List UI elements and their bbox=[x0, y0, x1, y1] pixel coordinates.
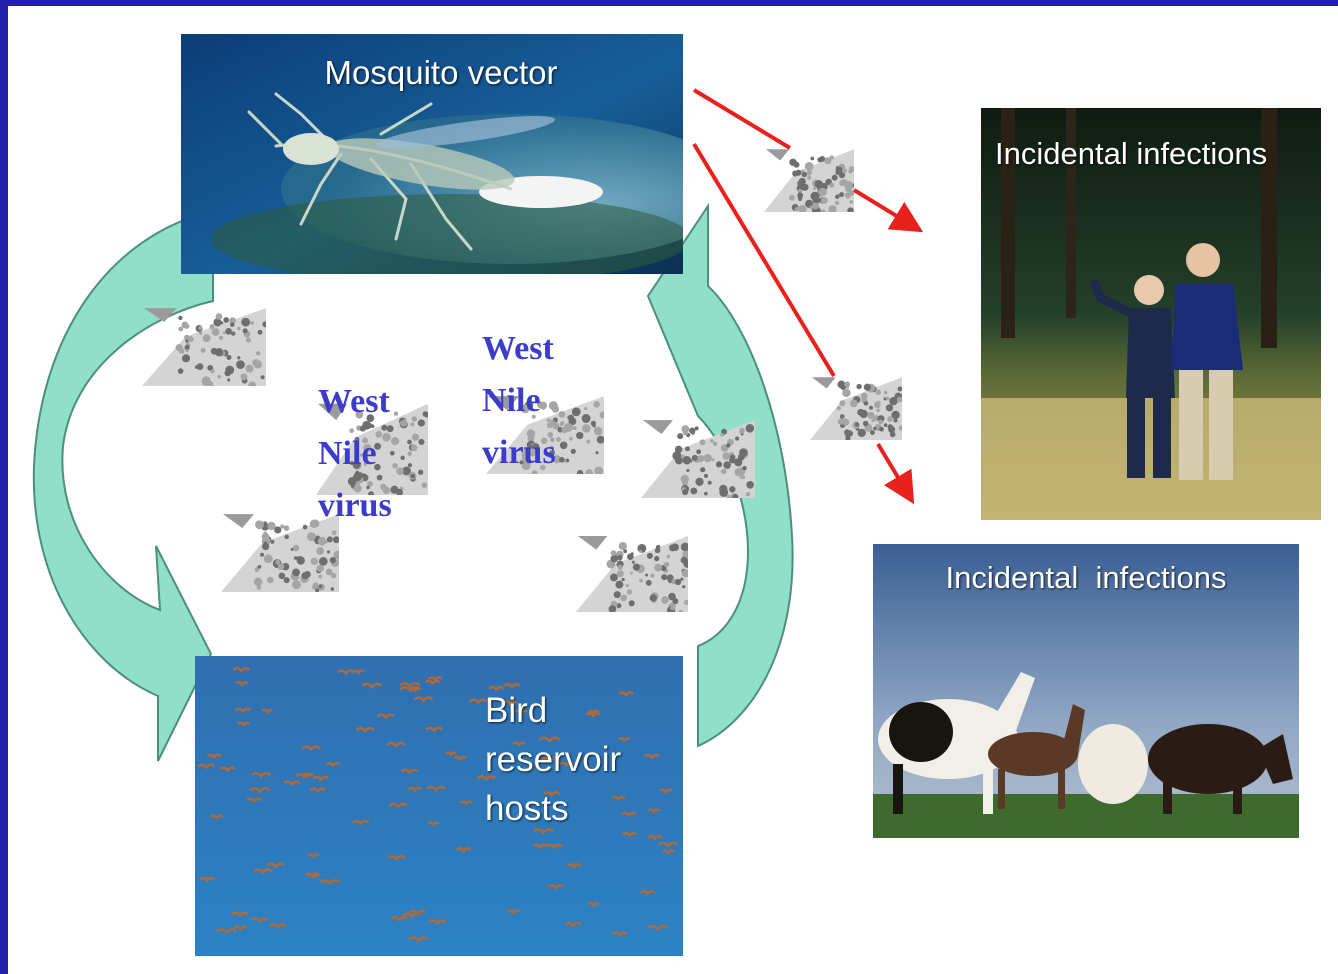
birds-caption-line1: Bird bbox=[485, 691, 548, 730]
diagram-canvas: Mosquito vector Bird reservoir hosts bbox=[8, 6, 1338, 974]
birds-caption: Bird reservoir hosts bbox=[485, 686, 621, 833]
west-nile-virus-label-right: West Nile virus bbox=[482, 323, 556, 479]
west-nile-virus-label-left: West Nile virus bbox=[318, 376, 392, 532]
virus-micrograph-7 bbox=[764, 146, 856, 217]
left-cycle-arrow bbox=[32, 209, 214, 762]
virus-micrograph-8 bbox=[810, 374, 904, 445]
birds-caption-line2: reservoir bbox=[485, 740, 622, 779]
birds-photo: Bird reservoir hosts bbox=[195, 656, 683, 956]
virus-micrograph-4 bbox=[486, 392, 607, 479]
label-line-nile: Nile bbox=[482, 382, 541, 419]
virus-micrograph-5 bbox=[641, 416, 755, 503]
horses-photo: Incidental infections bbox=[873, 544, 1299, 838]
people-photo: Incidental infections bbox=[981, 108, 1321, 520]
label-line-west: West bbox=[482, 330, 554, 367]
virus-micrograph-2 bbox=[316, 399, 430, 500]
birds-caption-line3: hosts bbox=[485, 789, 569, 828]
birds-image bbox=[195, 656, 683, 956]
virus-micrograph-1 bbox=[142, 304, 269, 391]
horses-caption: Incidental infections bbox=[945, 560, 1227, 595]
label-line-virus: virus bbox=[318, 487, 392, 524]
label-line-nile: Nile bbox=[318, 435, 377, 472]
mosquito-photo: Mosquito vector bbox=[181, 34, 683, 274]
horses-image bbox=[873, 544, 1299, 838]
label-line-west: West bbox=[318, 383, 390, 420]
virus-micrograph-6 bbox=[576, 532, 692, 617]
label-line-virus: virus bbox=[482, 434, 556, 471]
virus-micrograph-3 bbox=[221, 510, 343, 597]
mosquito-image bbox=[181, 34, 683, 274]
mosquito-caption: Mosquito vector bbox=[324, 54, 558, 91]
people-caption: Incidental infections bbox=[995, 136, 1268, 171]
people-image bbox=[981, 108, 1321, 520]
